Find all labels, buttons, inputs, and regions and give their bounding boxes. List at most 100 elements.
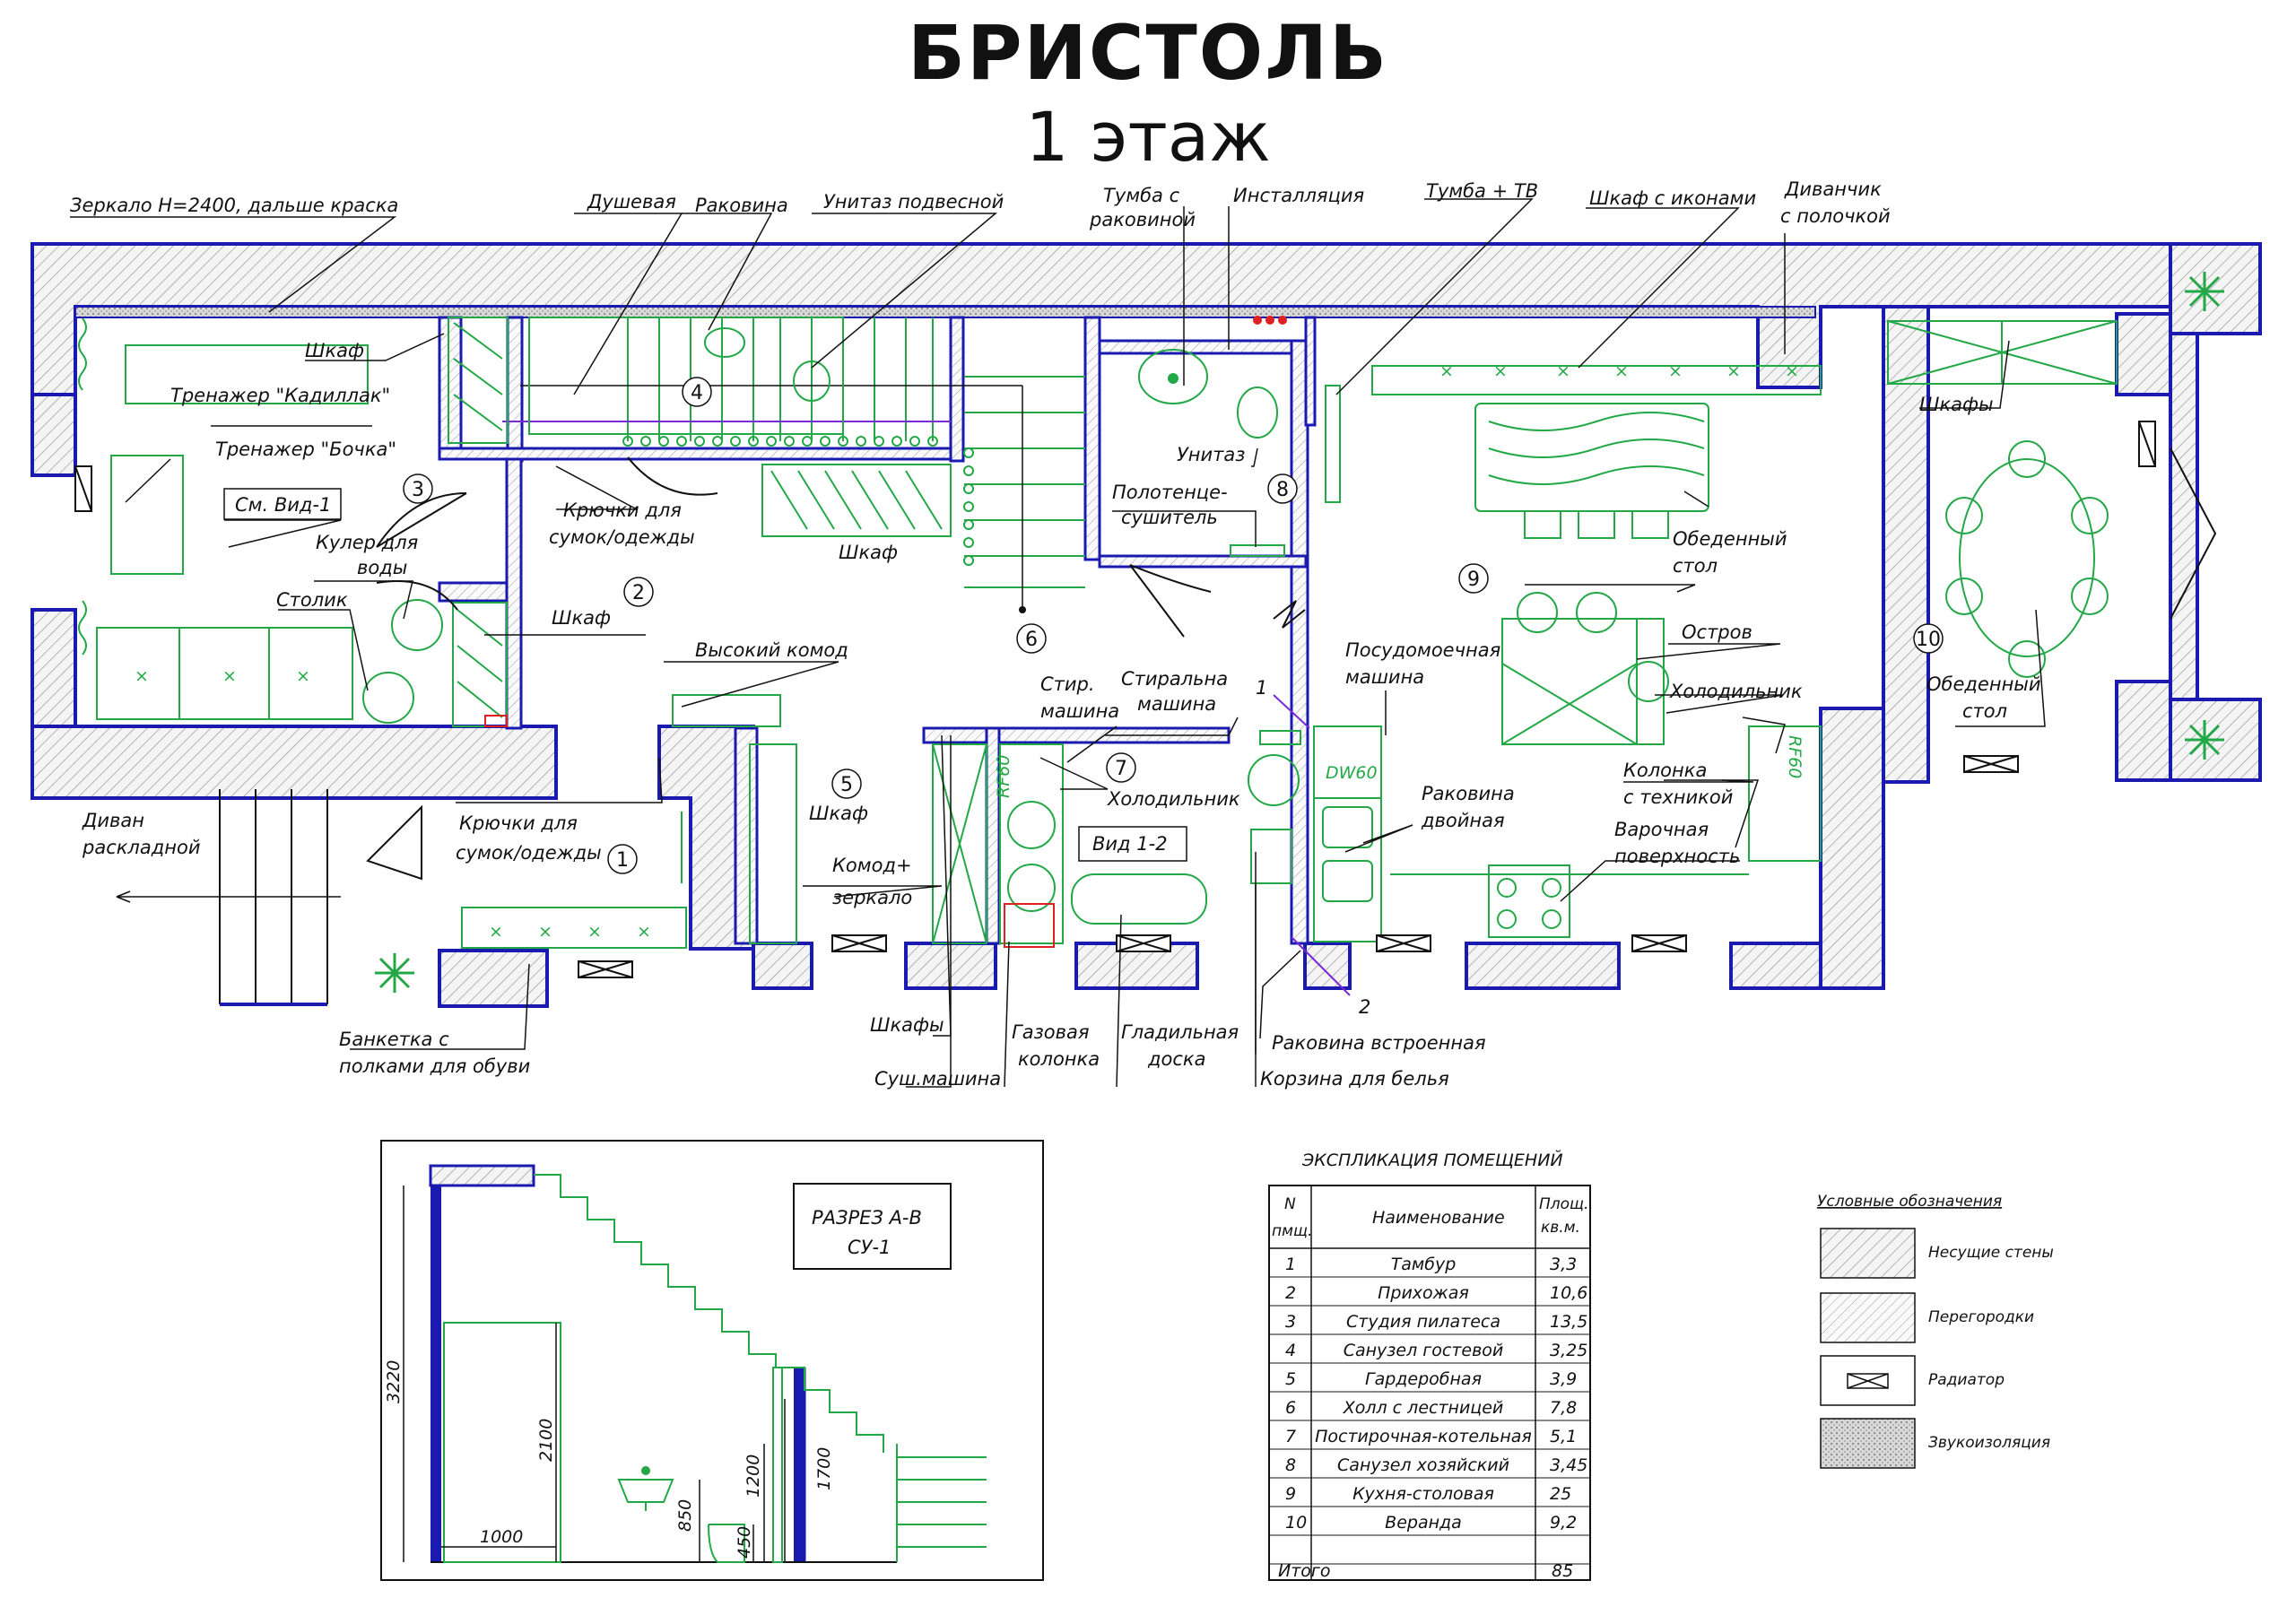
icon-cabinet <box>1371 365 1822 395</box>
explication-cell-n: 5 <box>1285 1369 1296 1389</box>
shoe-bench <box>461 907 687 949</box>
label-dishwasher-2: машина <box>1345 666 1424 688</box>
label-towel-1: Полотенце- <box>1112 482 1228 503</box>
veranda-walls <box>1882 305 2172 784</box>
svg-text:Несущие стены: Несущие стены <box>1928 1244 2054 1262</box>
explication-cell-area: 9,2 <box>1550 1513 1577 1533</box>
wardrobes-column <box>932 743 987 944</box>
label-bench-1: Банкетка с <box>339 1029 449 1050</box>
red-marks <box>1253 316 1287 325</box>
svg-text:9: 9 <box>1467 569 1480 591</box>
svg-text:×: × <box>1726 361 1741 381</box>
plan-title: БРИСТОЛЬ <box>907 9 1389 97</box>
guest-sink <box>704 327 745 358</box>
svg-text:Площ.: Площ. <box>1539 1195 1588 1213</box>
wall-toilet <box>793 360 831 402</box>
explication-cell-n: 1 <box>1285 1255 1296 1274</box>
mark-2: 2 <box>1359 996 1370 1018</box>
explication-cell-n: 6 <box>1285 1398 1296 1418</box>
svg-text:1200: 1200 <box>744 1455 763 1498</box>
svg-text:7: 7 <box>1115 758 1127 780</box>
svg-text:6: 6 <box>1025 629 1038 651</box>
svg-text:×: × <box>1614 361 1629 381</box>
explication-cell-area: 13,5 <box>1550 1312 1587 1332</box>
section-markers <box>1273 694 1351 996</box>
svg-text:×: × <box>1493 361 1508 381</box>
svg-text:1700: 1700 <box>814 1447 834 1490</box>
label-mirror: Зеркало Н=2400, дальше краска <box>70 195 398 216</box>
explication-cell-area: 3,25 <box>1550 1341 1587 1360</box>
svg-text:3: 3 <box>412 479 424 501</box>
stair-balusters <box>622 436 974 566</box>
svg-text:4: 4 <box>691 382 703 404</box>
label-gas-col-2: колонка <box>1018 1048 1100 1070</box>
svg-text:кв.м.: кв.м. <box>1541 1219 1580 1237</box>
label-rf60-kitchen: RF60 <box>1785 735 1805 778</box>
label-sofa-shelf-1: Диванчик <box>1784 178 1882 200</box>
dressing-rack <box>749 743 797 944</box>
explication-cell-n: 7 <box>1285 1427 1296 1446</box>
tech-column <box>1748 725 1822 862</box>
svg-text:×: × <box>296 666 310 686</box>
master-toilet <box>1237 386 1278 439</box>
shower <box>528 317 844 435</box>
label-cooler-1: Кулер для <box>316 532 418 553</box>
explication-cell-area: 3,45 <box>1550 1455 1587 1475</box>
towel-dryer <box>1230 544 1285 557</box>
builtin-sink <box>1248 754 1300 806</box>
room-number-labels: 3 2 4 5 1 6 7 8 9 10 <box>412 382 1941 872</box>
section-frame: РАЗРЕЗ А-В СУ-1 3220 2100 1000 850 450 1… <box>380 1140 1044 1581</box>
svg-text:×: × <box>1556 361 1570 381</box>
explication-cell-name: Гардеробная <box>1365 1369 1482 1389</box>
explication-total: Итого 85 <box>1278 1561 1573 1581</box>
svg-text:1000: 1000 <box>480 1527 523 1547</box>
svg-text:×: × <box>538 922 552 942</box>
label-installation: Инсталляция <box>1233 185 1364 206</box>
label-dining-2: стол <box>1673 555 1718 577</box>
explication-cell-name: Санузел гостевой <box>1344 1341 1504 1360</box>
svg-text:×: × <box>587 922 602 942</box>
svg-text:2: 2 <box>632 582 645 604</box>
side-table <box>362 672 414 724</box>
svg-text:×: × <box>1785 361 1799 381</box>
label-hooks-2: сумок/одежды <box>549 526 695 548</box>
explication-cell-n: 9 <box>1285 1484 1296 1504</box>
label-side-table: Столик <box>276 589 348 611</box>
label-sofa-bed-1: Диван <box>82 810 144 831</box>
laundry-basket <box>1250 829 1292 884</box>
label-icon-cabinet: Шкаф с иконами <box>1589 187 1756 209</box>
explication-cell-area: 7,8 <box>1550 1398 1577 1418</box>
label-fridge-kitchen: Холодильник <box>1669 681 1803 702</box>
svg-text:5: 5 <box>840 774 853 796</box>
label-sink-cab-1: Тумба с <box>1103 185 1180 206</box>
label-wardrobe-hall: Шкаф <box>552 607 611 629</box>
svg-text:Звукоизоляция: Звукоизоляция <box>1928 1434 2050 1452</box>
label-dw60: DW60 <box>1326 763 1378 783</box>
kitchen-dining-table <box>1474 403 1709 512</box>
svg-text:×: × <box>1668 361 1683 381</box>
sofa-bed <box>96 627 353 720</box>
radiators <box>74 421 2156 978</box>
explication-cell-name: Прихожая <box>1378 1283 1469 1303</box>
dishwasher <box>1313 725 1382 799</box>
label-shower: Душевая <box>587 191 676 213</box>
island <box>1501 618 1638 745</box>
label-toilet: Унитаз <box>1177 444 1245 465</box>
explication-cell-n: 4 <box>1285 1341 1296 1360</box>
label-sink-cab-2: раковиной <box>1089 209 1196 230</box>
svg-text:ЭКСПЛИКАЦИЯ ПОМЕЩЕНИЙ: ЭКСПЛИКАЦИЯ ПОМЕЩЕНИЙ <box>1301 1150 1563 1170</box>
label-veranda-wardrobes: Шкафы <box>1919 394 1994 415</box>
svg-text:N: N <box>1284 1195 1296 1213</box>
label-double-sink-2: двойная <box>1421 810 1505 831</box>
label-dishwasher-1: Посудомоечная <box>1345 639 1500 661</box>
tall-dresser <box>672 694 781 727</box>
svg-text:Итого: Итого <box>1278 1561 1331 1581</box>
svg-text:Радиатор: Радиатор <box>1928 1371 2005 1389</box>
label-bench-2: полками для обуви <box>339 1055 530 1077</box>
furniture <box>78 317 2118 949</box>
svg-text:450: 450 <box>735 1526 754 1559</box>
svg-text:×: × <box>222 666 237 686</box>
svg-text:2100: 2100 <box>536 1419 556 1462</box>
svg-text:8: 8 <box>1276 479 1289 501</box>
